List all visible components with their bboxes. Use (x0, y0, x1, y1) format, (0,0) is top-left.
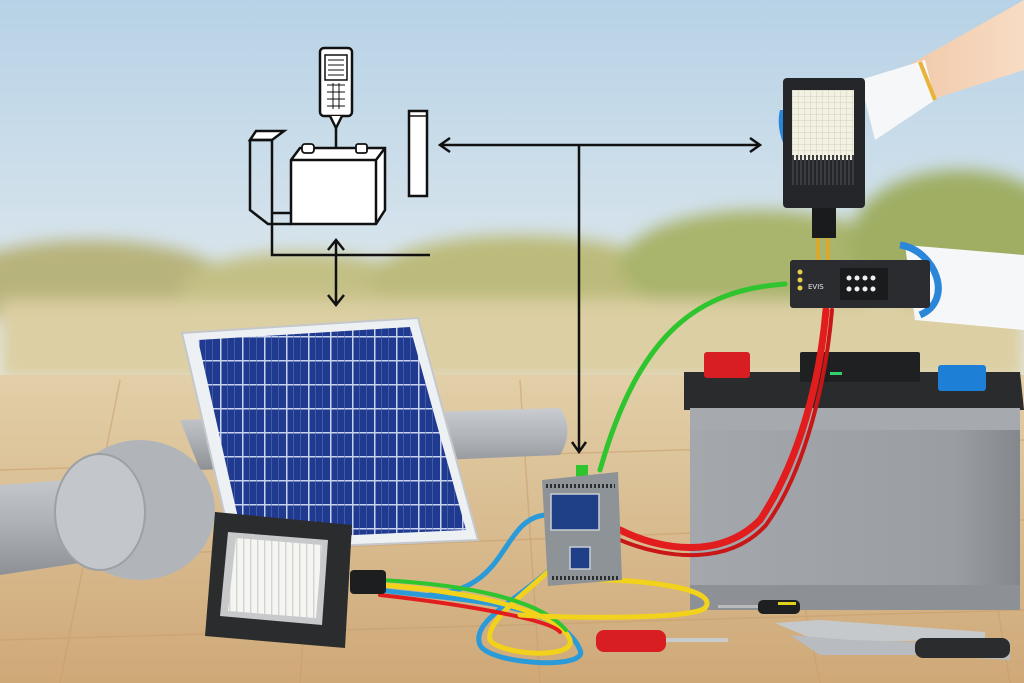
negative-terminal (938, 365, 986, 391)
schematic-bus-line (270, 224, 430, 257)
device-label: EVIS (808, 283, 824, 291)
vertical-double-arrow (327, 237, 345, 308)
panel-schematic-icon (407, 109, 429, 198)
floodlight-ground (205, 512, 386, 648)
horizontal-double-arrow (437, 136, 763, 154)
positive-terminal (704, 352, 750, 378)
red-screwdriver (596, 630, 728, 652)
down-arrow-to-controller (570, 145, 588, 455)
handheld-meter-icon (318, 46, 354, 150)
solar-panel (180, 316, 480, 552)
hand-lower (899, 241, 1024, 330)
battery-schematic-icon (289, 143, 387, 226)
charge-controller-schematic-icon (247, 129, 291, 226)
cables (377, 281, 834, 666)
battery (684, 352, 1024, 610)
floodlight-held (783, 78, 865, 260)
adjustable-wrench (775, 620, 1010, 660)
tools (596, 600, 1010, 660)
inline-controller-device: EVIS (790, 260, 930, 308)
charge-controller (542, 465, 622, 586)
black-screwdriver (718, 600, 800, 614)
schematic-diagram (247, 46, 763, 455)
controller-display (550, 493, 600, 531)
